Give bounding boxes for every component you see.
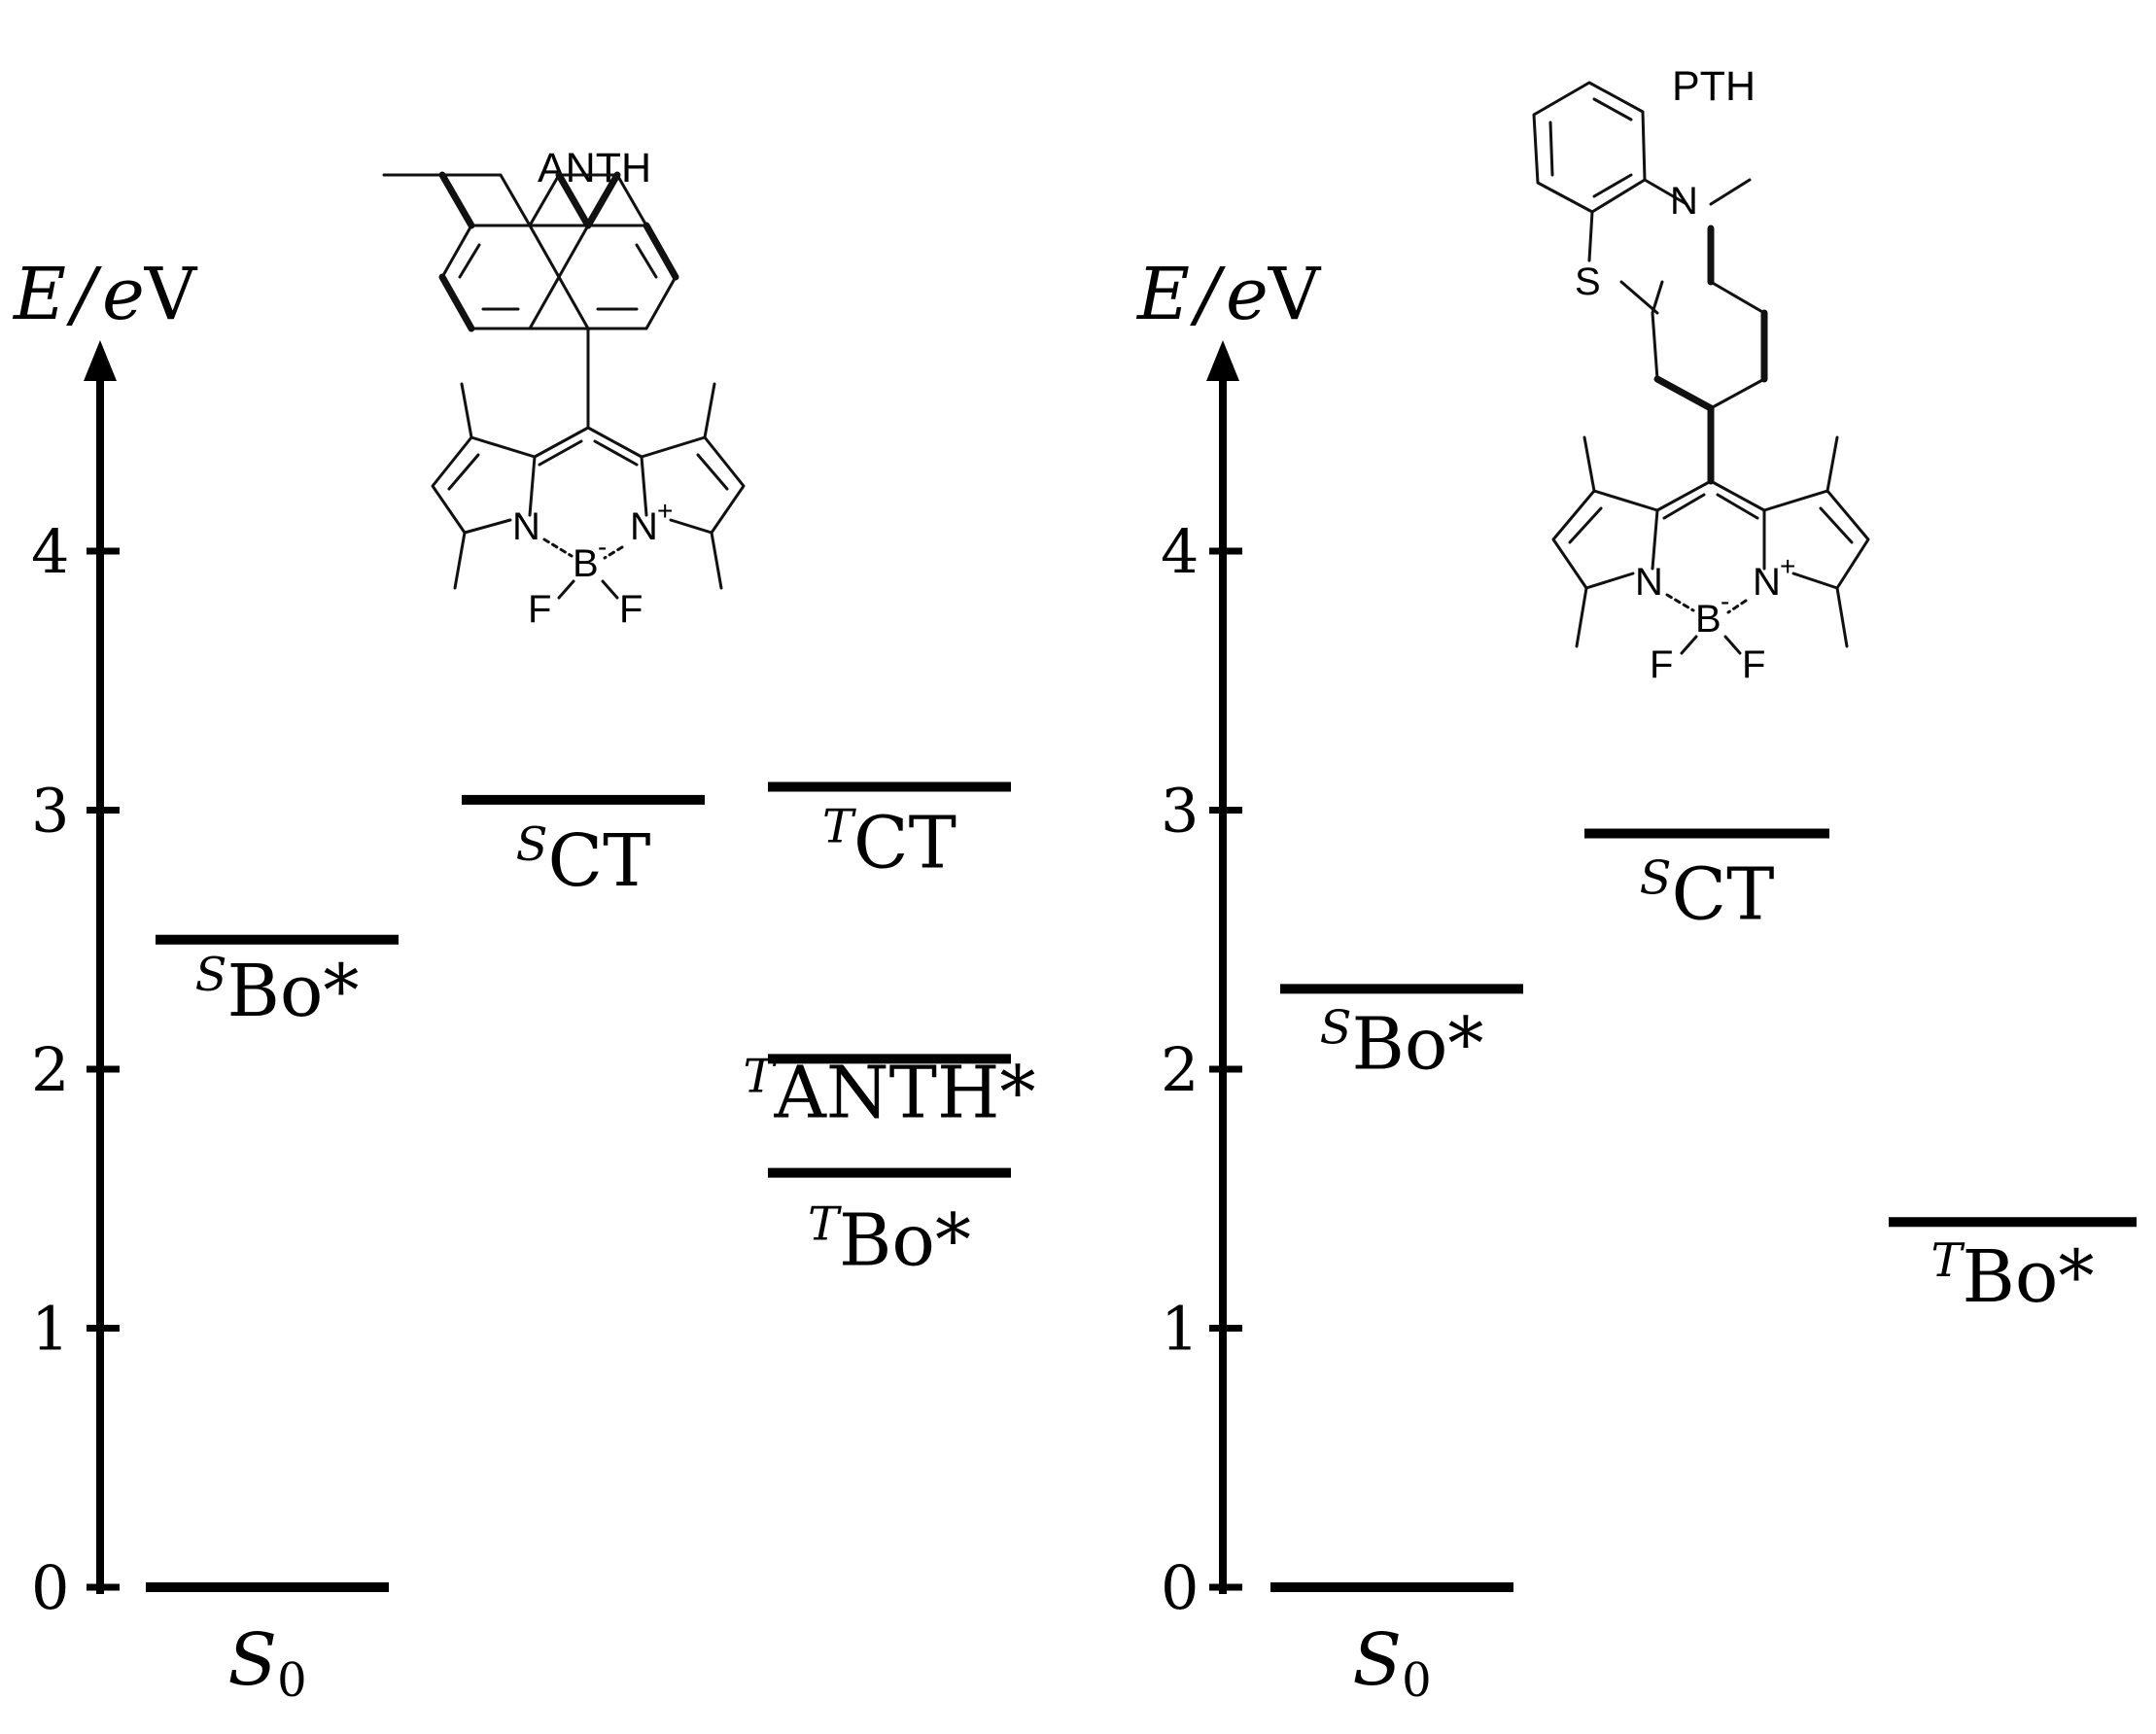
y-axis-arrow-pth (1206, 340, 1239, 381)
energy-level-label: S0 (1352, 1618, 1431, 1708)
y-tick-label: 0 (31, 1552, 69, 1623)
energy-level-label: TBo* (808, 1197, 971, 1283)
atom-nplus-pth: N (1753, 561, 1781, 604)
axis-label-pth: E/eV (1135, 253, 1322, 336)
energy-level-label: SCT (516, 817, 651, 903)
panel-pth: E/eV 0 1 2 3 4 S0 SBo* SCT TBo* PTH (1135, 63, 2137, 1708)
atom-b-anth: B (573, 542, 599, 585)
y-tick-label: 2 (31, 1034, 69, 1105)
atom-minus-anth: - (598, 532, 607, 562)
atom-s-pth: S (1575, 260, 1601, 303)
levels-anth: S0 SBo* SCT TCT TANTH* TBo* (146, 781, 1036, 1708)
atom-b-pth: B (1695, 598, 1721, 641)
energy-level-label: SCT (1640, 850, 1775, 936)
atom-n-anth: N (512, 505, 540, 548)
y-tick-label: 3 (31, 776, 69, 847)
energy-level-label: TBo* (1931, 1233, 2095, 1319)
energy-level-label: S0 (227, 1618, 306, 1708)
molecule-anth: ANTH (382, 145, 746, 631)
axis-label-anth: E/eV (12, 253, 198, 336)
atom-f2-anth: F (619, 588, 643, 631)
y-tick-label: 3 (1161, 776, 1199, 847)
atom-plus-anth: + (657, 496, 673, 526)
atom-plus-pth: + (1780, 551, 1795, 581)
molecule-label-pth: PTH (1672, 63, 1756, 110)
y-tick-label: 1 (1161, 1294, 1199, 1365)
atom-nplus-anth: N (630, 505, 658, 548)
y-axis-ticks-anth: 0 1 2 3 4 (31, 516, 120, 1623)
energy-level-label: TCT (822, 800, 956, 885)
energy-level-label: SBo* (195, 948, 360, 1033)
atom-f1-anth: F (528, 588, 551, 631)
y-tick-label: 4 (1161, 516, 1199, 587)
atom-n-pth: N (1635, 561, 1663, 604)
atom-f1-pth: F (1650, 643, 1673, 686)
atom-n-pth-ring: N (1670, 180, 1698, 223)
energy-level-label: TANTH* (743, 1049, 1035, 1134)
y-axis-ticks-pth: 0 1 2 3 4 (1161, 516, 1242, 1623)
y-tick-label: 1 (31, 1294, 69, 1365)
y-axis-arrow-anth (84, 340, 117, 381)
levels-pth: S0 SBo* SCT TBo* (1270, 828, 2137, 1708)
atom-minus-pth: - (1721, 586, 1729, 616)
molecule-label-anth: ANTH (538, 145, 651, 191)
y-tick-label: 2 (1161, 1034, 1199, 1105)
atom-f2-pth: F (1742, 643, 1765, 686)
y-tick-label: 0 (1161, 1552, 1199, 1623)
molecule-pth: PTH (1532, 63, 1870, 686)
panel-anth: E/eV 0 1 2 3 4 S0 SBo* SCT TCT TANTH* TBo* ANTH (12, 145, 1036, 1708)
energy-level-label: SBo* (1320, 1000, 1484, 1086)
y-tick-label: 4 (31, 516, 69, 587)
